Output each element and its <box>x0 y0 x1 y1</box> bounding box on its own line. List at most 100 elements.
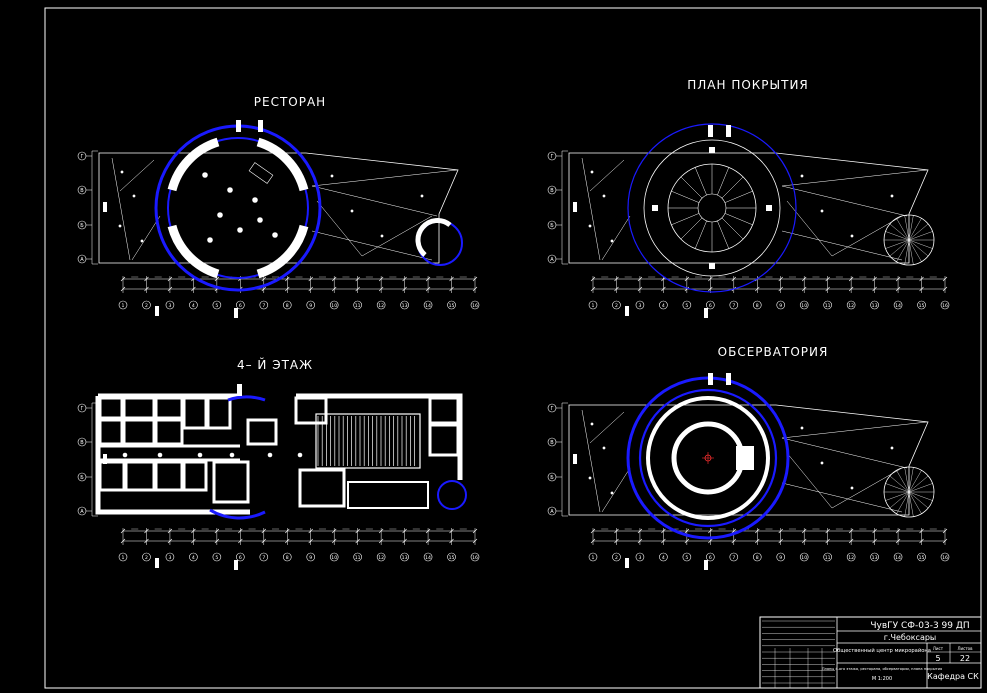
col-axis-marker <box>470 552 480 562</box>
col-axis-marker <box>353 552 362 562</box>
col-axis-marker <box>189 552 198 562</box>
row-axis-label: Г <box>80 406 83 412</box>
title-fourth-floor: 4– Й ЭТАЖ <box>237 357 313 372</box>
col-axis-marker <box>776 552 786 562</box>
table <box>272 232 278 238</box>
column <box>229 452 235 458</box>
title-observatory: ОБСЕРВАТОРИЯ <box>718 345 829 359</box>
col-axis-label: 16 <box>942 555 948 561</box>
row-axis-label: В <box>80 188 84 194</box>
stair-tread <box>889 239 910 257</box>
column <box>820 209 824 213</box>
col-axis-label: 9 <box>309 303 312 309</box>
room <box>122 418 156 446</box>
col-axis-marker <box>400 552 409 562</box>
col-axis-label: 16 <box>472 555 478 561</box>
col-axis-label: 8 <box>286 555 289 561</box>
col-axis-marker <box>423 300 433 310</box>
row-axis-label: Г <box>550 406 553 412</box>
col-axis-marker <box>189 300 198 310</box>
col-axis-label: 12 <box>378 303 384 309</box>
column <box>800 174 804 178</box>
column <box>590 422 594 426</box>
col-axis-label: 8 <box>286 303 289 309</box>
col-axis-label: 13 <box>872 555 878 561</box>
col-axis-label: 1 <box>592 555 595 561</box>
col-axis-marker <box>635 552 645 562</box>
stair-tread <box>908 215 914 241</box>
ring-inner <box>167 137 309 279</box>
roof-marker <box>766 205 772 211</box>
col-axis-label: 15 <box>449 303 455 309</box>
col-axis-marker <box>823 300 832 310</box>
title-block: ЧувГУ СФ-03-3 99 ДП г.Чебоксары Обществе… <box>759 616 982 689</box>
room <box>298 468 346 508</box>
col-axis-marker <box>376 300 386 310</box>
col-axis-marker <box>893 300 903 310</box>
col-axis-marker <box>635 300 645 310</box>
stair-tread <box>908 467 914 493</box>
row-axis-label: Г <box>550 154 553 160</box>
section-mark <box>726 373 731 385</box>
stair-tread <box>896 470 910 493</box>
dome-rib <box>717 220 730 249</box>
col-axis-marker <box>212 300 222 310</box>
col-axis-label: 6 <box>709 555 712 561</box>
roof-marker <box>709 263 715 269</box>
obs-wall <box>646 396 770 520</box>
col-axis-label: 13 <box>402 303 408 309</box>
rotunda-arc <box>227 395 266 402</box>
col-axis-label: 16 <box>942 303 948 309</box>
col-axis-label: 8 <box>756 303 759 309</box>
col-axis-label: 6 <box>239 555 242 561</box>
room <box>98 460 126 492</box>
col-axis-marker <box>893 552 903 562</box>
col-axis-marker <box>612 300 621 310</box>
col-axis-label: 1 <box>122 555 125 561</box>
col-axis-label: 8 <box>756 555 759 561</box>
stair-tread <box>896 218 910 241</box>
stair-tread <box>908 223 929 241</box>
col-axis-marker <box>870 300 879 310</box>
stair-tread <box>908 239 922 262</box>
section-mark <box>708 125 713 137</box>
col-axis-label: 13 <box>872 303 878 309</box>
col-axis-label: 11 <box>355 555 361 561</box>
stair-tread <box>885 231 910 241</box>
table <box>252 197 258 203</box>
stair-tread <box>908 470 922 493</box>
col-axis-label: 1 <box>592 303 595 309</box>
col-axis-label: 4 <box>662 555 665 561</box>
column <box>420 194 424 198</box>
room <box>154 460 184 492</box>
col-axis-marker <box>588 300 598 310</box>
stair-tread <box>908 483 933 493</box>
title-block-sheets-label: Листов <box>958 646 974 651</box>
stair-tread <box>904 467 910 493</box>
col-axis-label: 15 <box>919 555 925 561</box>
col-axis-label: 3 <box>168 303 171 309</box>
col-axis-label: 6 <box>239 303 242 309</box>
col-axis-label: 5 <box>685 303 688 309</box>
col-axis-marker <box>752 552 762 562</box>
building-outline <box>98 152 459 264</box>
stair-tread <box>908 239 929 257</box>
exterior-wall <box>95 393 463 515</box>
column <box>890 194 894 198</box>
building-outline <box>568 404 929 516</box>
section-mark <box>155 306 159 316</box>
room <box>124 460 156 492</box>
column <box>588 476 592 480</box>
col-axis-marker <box>400 300 409 310</box>
title-block-sheet: 5 <box>935 654 940 663</box>
col-axis-marker <box>353 300 362 310</box>
col-axis-label: 7 <box>732 555 735 561</box>
col-axis-marker <box>447 300 456 310</box>
room <box>347 481 429 509</box>
col-axis-marker <box>212 552 222 562</box>
col-axis-label: 9 <box>779 303 782 309</box>
col-axis-label: 5 <box>215 555 218 561</box>
column <box>590 170 594 174</box>
stair-tread <box>908 491 922 514</box>
